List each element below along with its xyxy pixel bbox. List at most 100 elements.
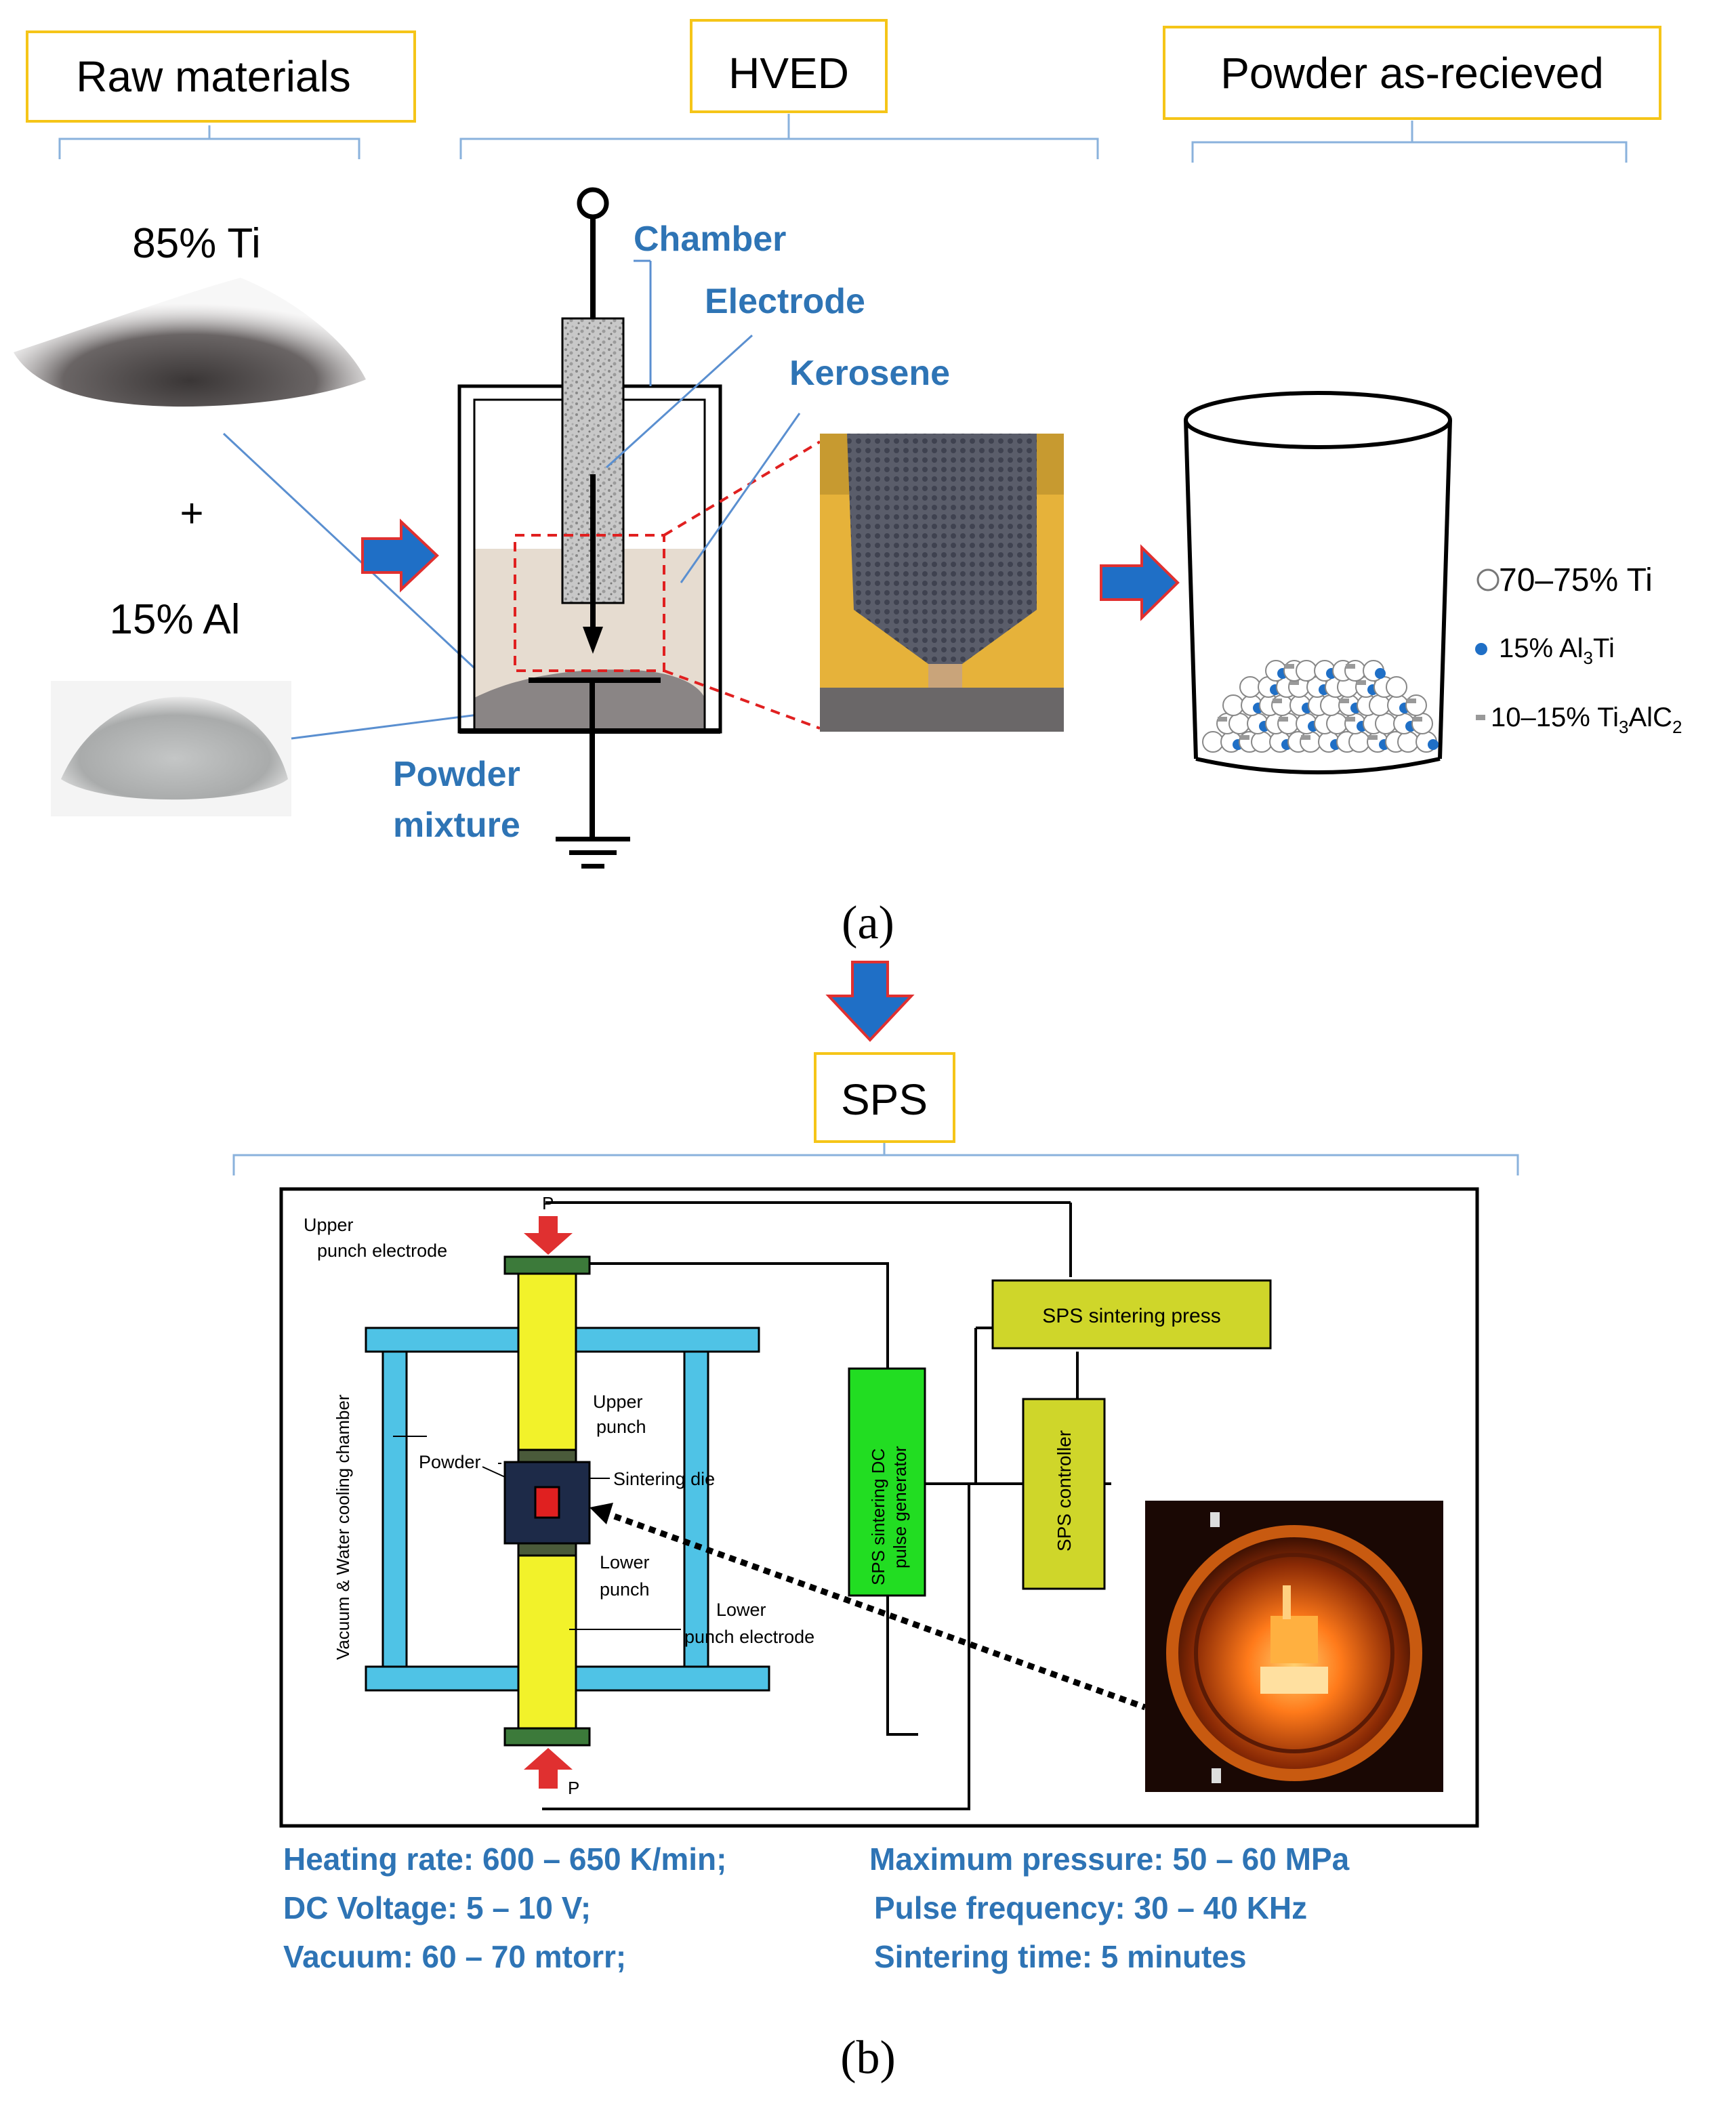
- ti-particle: [1375, 713, 1397, 734]
- caption-a: (a): [842, 897, 894, 949]
- sps-title: SPS: [841, 1075, 928, 1124]
- cooling-chamber-label: Vacuum & Water cooling chamber: [333, 1394, 353, 1660]
- arrow-raw-to-hved: [361, 518, 439, 593]
- zoom-box: [514, 440, 821, 730]
- raw-materials-title: Raw materials: [76, 52, 350, 101]
- powder-label: Powder: [419, 1452, 481, 1472]
- param-sintering-time: Sintering time: 5 minutes: [874, 1939, 1247, 1974]
- ti-label: 85% Ti: [132, 220, 261, 267]
- ti3alc2-particle: [1357, 680, 1366, 685]
- dc-generator-label-2: pulse generator: [890, 1446, 910, 1568]
- param-heating-rate: Heating rate: 600 – 650 K/min;: [283, 1841, 726, 1877]
- ti3alc2-particle: [1279, 717, 1288, 722]
- arrow-to-sps: [825, 961, 915, 1042]
- ti-particle: [1320, 694, 1342, 716]
- ti-particle: [1411, 713, 1433, 734]
- sps-label-leaders: [393, 1436, 681, 1630]
- ti-particle: [1222, 694, 1244, 716]
- al3ti-legend-marker: [1475, 643, 1487, 655]
- upper-punch-label-1: Upper: [593, 1392, 643, 1412]
- lower-punch-electrode-label-1: Lower: [716, 1600, 766, 1620]
- ti-legend-text: 70–75% Ti: [1499, 562, 1653, 598]
- sintering-press-label: SPS sintering press: [1042, 1305, 1220, 1327]
- photo-connector-arrowhead: [590, 1503, 613, 1524]
- lower-punch-electrode-label-2: punch electrode: [684, 1627, 814, 1647]
- al3ti-particle: [1428, 739, 1439, 750]
- powder-mixture-label-1: Powder: [393, 755, 520, 794]
- param-pulse-frequency: Pulse frequency: 30 – 40 KHz: [874, 1890, 1307, 1925]
- sintering-die-label: Sintering die: [613, 1469, 715, 1489]
- ti3alc2-particle: [1407, 699, 1416, 703]
- param-max-pressure: Maximum pressure: 50 – 60 MPa: [869, 1841, 1350, 1877]
- sintering-press: SPS sintering press: [991, 1279, 1272, 1350]
- top-pressure-label: P: [542, 1193, 554, 1213]
- plus-sign: +: [180, 491, 203, 536]
- ti-particle: [1405, 694, 1427, 716]
- ti-particle: [1386, 676, 1407, 698]
- ti3alc2-particle: [1289, 680, 1299, 685]
- ti3alc2-particle: [1218, 717, 1227, 722]
- raw-leader-lines: [222, 432, 486, 740]
- ti-particle: [1344, 660, 1366, 682]
- ti-particle: [1397, 731, 1419, 753]
- ti-particle: [1239, 676, 1261, 698]
- dc-pulse-generator: SPS sintering DC pulse generator: [848, 1367, 926, 1597]
- hved-leader-lines: [605, 259, 801, 583]
- ti3alc2-particle: [1346, 717, 1355, 722]
- ti3alc2-particle: [1368, 735, 1378, 740]
- lower-punch-label-1: Lower: [600, 1552, 650, 1572]
- ti3alc2-particle: [1346, 664, 1355, 669]
- hved-box: HVED: [690, 19, 888, 113]
- sps-parameters: Heating rate: 600 – 650 K/min; DC Voltag…: [283, 1841, 1350, 1974]
- tialc-legend-marker: [1476, 715, 1485, 720]
- top-braces: [58, 114, 1628, 163]
- particle-pile: [1202, 660, 1439, 753]
- ti-particle: [1296, 660, 1317, 682]
- ti-particle: [1228, 713, 1250, 734]
- ti3alc2-particle: [1273, 699, 1282, 703]
- phase-legend: 70–75% Ti 15% Al3Ti 10–15% Ti3AlC2: [1475, 562, 1682, 737]
- ti3alc2-particle: [1301, 735, 1310, 740]
- upper-punch-label-2: punch: [596, 1417, 646, 1437]
- ti-particle: [1277, 713, 1299, 734]
- kerosene-label: Kerosene: [789, 354, 950, 393]
- electrode-label: Electrode: [705, 282, 865, 321]
- param-dc-voltage: DC Voltage: 5 – 10 V;: [283, 1890, 591, 1925]
- raw-materials-box: Raw materials: [26, 30, 416, 123]
- upper-punch-electrode-label-2: punch electrode: [317, 1241, 447, 1261]
- al-powder-pile: [51, 681, 291, 816]
- zoomed-electrode-photo: [820, 434, 1064, 732]
- ti-particle: [1369, 694, 1390, 716]
- ti-particle: [1251, 731, 1273, 753]
- sps-brace: [232, 1143, 1519, 1175]
- ti3alc2-particle: [1285, 664, 1294, 669]
- ti-particle: [1326, 713, 1348, 734]
- al3ti-particle: [1375, 668, 1386, 679]
- bottom-pressure-label: P: [568, 1778, 579, 1798]
- punch-column: [503, 1255, 591, 1747]
- ti-particle: [1300, 731, 1321, 753]
- ti-particle: [1202, 731, 1224, 753]
- ti-particle: [1271, 694, 1293, 716]
- lower-punch-label-2: punch: [600, 1579, 650, 1600]
- arrow-hved-to-powder: [1100, 544, 1180, 621]
- top-pressure-arrow: [524, 1216, 573, 1255]
- ti3alc2-particle: [1340, 699, 1349, 703]
- powder-as-received-box: Powder as-recieved: [1163, 26, 1661, 120]
- sps-chamber-photo: [1145, 1501, 1443, 1792]
- photo-connector: [602, 1509, 1146, 1711]
- chamber-label: Chamber: [634, 220, 786, 259]
- ti-legend-marker: [1476, 568, 1500, 591]
- dc-generator-label-1: SPS sintering DC: [868, 1449, 888, 1585]
- caption-b: (b): [840, 2032, 896, 2084]
- ti3alc2-particle: [1413, 717, 1422, 722]
- ti3alc2-particle: [1240, 735, 1249, 740]
- al-label: 15% Al: [109, 596, 240, 643]
- param-vacuum: Vacuum: 60 – 70 mtorr;: [283, 1939, 626, 1974]
- sps-controller: SPS controller: [1022, 1398, 1106, 1590]
- upper-punch-electrode-label-1: Upper: [304, 1215, 354, 1235]
- hved-title: HVED: [728, 49, 849, 98]
- sps-box: SPS: [814, 1052, 955, 1143]
- electrode: [561, 187, 625, 654]
- sps-controller-label: SPS controller: [1054, 1430, 1075, 1551]
